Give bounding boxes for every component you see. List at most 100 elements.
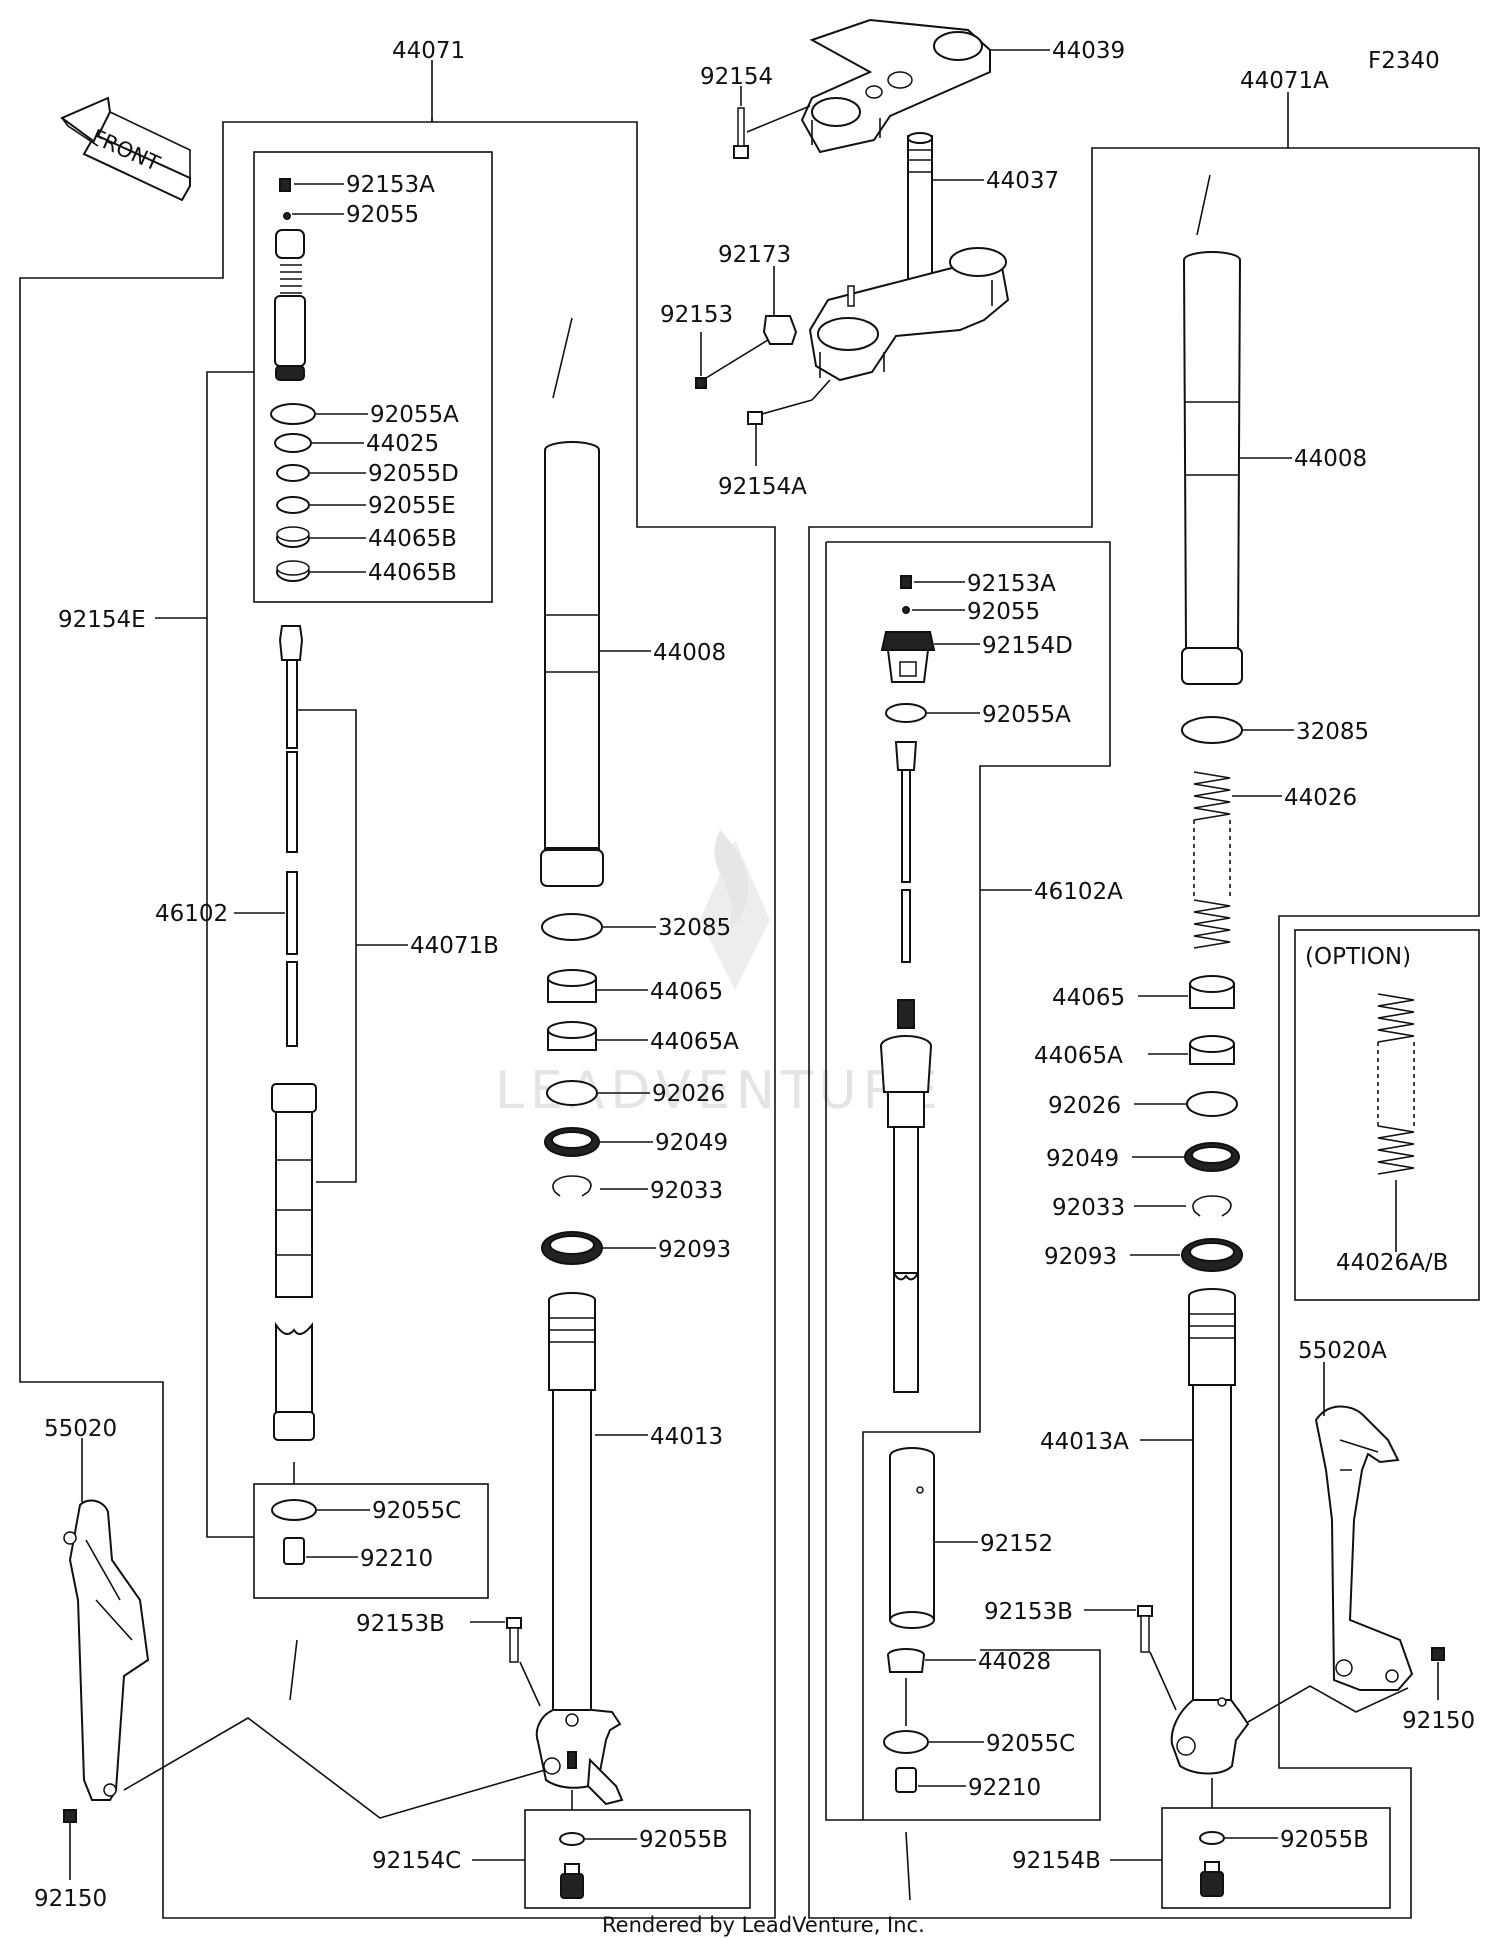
part-drain-bolt-right — [1200, 1861, 1224, 1897]
label-92154-top: 92154 — [700, 64, 773, 90]
part-92153b-right — [1084, 1605, 1177, 1711]
part-92154a-bolt — [747, 379, 831, 425]
part-55020a-guard — [1314, 1405, 1414, 1691]
label-44071a: 44071A — [1240, 68, 1329, 94]
part-32085-left — [541, 913, 656, 941]
label-92153: 92153 — [660, 302, 733, 328]
part-92049-left — [544, 1127, 653, 1157]
label-92093-right: 92093 — [1044, 1244, 1117, 1270]
part-92026-left — [546, 1080, 650, 1106]
footer-credit: Rendered by LeadVenture, Inc. — [602, 1913, 925, 1937]
label-92154d: 92154D — [982, 633, 1073, 659]
label-92055-left: 92055 — [346, 202, 419, 228]
left-bottom-box — [524, 1809, 751, 1909]
right-bottom-box — [1161, 1807, 1391, 1909]
label-46102: 46102 — [155, 901, 228, 927]
part-92055a-left — [270, 403, 368, 425]
label-44013: 44013 — [650, 1424, 723, 1450]
label-44065a-right: 44065A — [1034, 1043, 1123, 1069]
label-46102a: 46102A — [1034, 879, 1123, 905]
part-92154d — [880, 631, 980, 683]
label-44013a: 44013A — [1040, 1429, 1129, 1455]
label-32085-left: 32085 — [658, 915, 731, 941]
label-44071: 44071 — [392, 38, 465, 64]
part-44008-right — [1181, 251, 1243, 685]
left-cartridge-box — [253, 151, 493, 603]
label-92153b-left: 92153B — [356, 1611, 445, 1637]
part-92055b-right — [1199, 1831, 1278, 1845]
part-44013 — [535, 1292, 624, 1806]
part-92049-right — [1132, 1142, 1240, 1172]
label-44065b-1: 44065B — [368, 526, 457, 552]
label-55020: 55020 — [44, 1416, 117, 1442]
part-92033-right — [1134, 1195, 1232, 1217]
label-92055c-left: 92055C — [372, 1498, 461, 1524]
part-92153a-left — [279, 178, 344, 192]
part-92210-right — [895, 1767, 966, 1793]
label-44065-right: 44065 — [1052, 985, 1125, 1011]
part-44065b-2 — [276, 560, 366, 582]
label-92055b-left: 92055B — [639, 1827, 728, 1853]
label-44065-left: 44065 — [650, 979, 723, 1005]
part-44026-spring — [1193, 771, 1282, 949]
part-44037-stem — [907, 132, 933, 297]
part-92055c-left — [271, 1499, 370, 1521]
label-92055a-left: 92055A — [370, 402, 459, 428]
option-box — [1294, 929, 1480, 1301]
label-92154a: 92154A — [718, 474, 807, 500]
label-92033-right: 92033 — [1052, 1195, 1125, 1221]
label-44065b-2: 44065B — [368, 560, 457, 586]
part-92153b-left — [470, 1617, 541, 1707]
label-92055e: 92055E — [368, 493, 456, 519]
part-44008-left — [540, 441, 604, 887]
label-92055-right: 92055 — [967, 599, 1040, 625]
part-92152 — [889, 1447, 978, 1629]
left-lower-box — [253, 1483, 489, 1599]
label-44065a-left: 44065A — [650, 1029, 739, 1055]
label-44026ab: 44026A/B — [1336, 1250, 1448, 1276]
label-92173: 92173 — [718, 242, 791, 268]
label-44008-left: 44008 — [653, 640, 726, 666]
right-fork-outline — [808, 147, 1480, 1919]
label-44071b: 44071B — [410, 933, 499, 959]
part-92150-right — [1431, 1647, 1445, 1661]
part-44028 — [887, 1648, 976, 1673]
part-92153-small-bolt — [695, 339, 769, 389]
diagram-code: F2340 — [1368, 48, 1440, 74]
label-44025: 44025 — [366, 431, 439, 457]
part-92154-top-bolt — [733, 105, 811, 159]
part-92033-left — [552, 1175, 648, 1197]
label-92154b: 92154B — [1012, 1848, 1101, 1874]
part-cartridge-cylinder-left — [271, 1083, 317, 1441]
part-damper-rod-right — [894, 741, 918, 1029]
part-92055b-left — [559, 1832, 637, 1846]
label-92154c: 92154C — [372, 1848, 461, 1874]
part-drain-bolt-left — [560, 1863, 584, 1899]
label-92154e: 92154E — [58, 607, 146, 633]
label-92210-right: 92210 — [968, 1775, 1041, 1801]
part-44013a — [1170, 1288, 1250, 1775]
label-55020a: 55020A — [1298, 1338, 1387, 1364]
label-92055c-right: 92055C — [986, 1731, 1075, 1757]
label-44037: 44037 — [986, 168, 1059, 194]
label-44026: 44026 — [1284, 785, 1357, 811]
part-44065a-right — [1148, 1035, 1235, 1065]
part-44065-right — [1138, 975, 1235, 1009]
part-92093-right — [1130, 1238, 1243, 1272]
label-92153a-right: 92153A — [967, 571, 1056, 597]
part-32085-right — [1181, 716, 1294, 744]
left-fork-outline — [19, 118, 776, 1919]
part-44026ab-spring — [1377, 993, 1415, 1175]
label-32085-right: 32085 — [1296, 719, 1369, 745]
label-44028: 44028 — [978, 1649, 1051, 1675]
part-44025 — [274, 433, 364, 453]
part-92210-left — [283, 1537, 358, 1565]
label-92026-right: 92026 — [1048, 1093, 1121, 1119]
label-92026-left: 92026 — [652, 1081, 725, 1107]
part-92150-left — [63, 1809, 77, 1823]
label-92150-left: 92150 — [34, 1886, 107, 1912]
front-arrow-icon — [60, 96, 191, 202]
part-92093-left — [541, 1231, 656, 1265]
part-92055e — [276, 496, 366, 514]
